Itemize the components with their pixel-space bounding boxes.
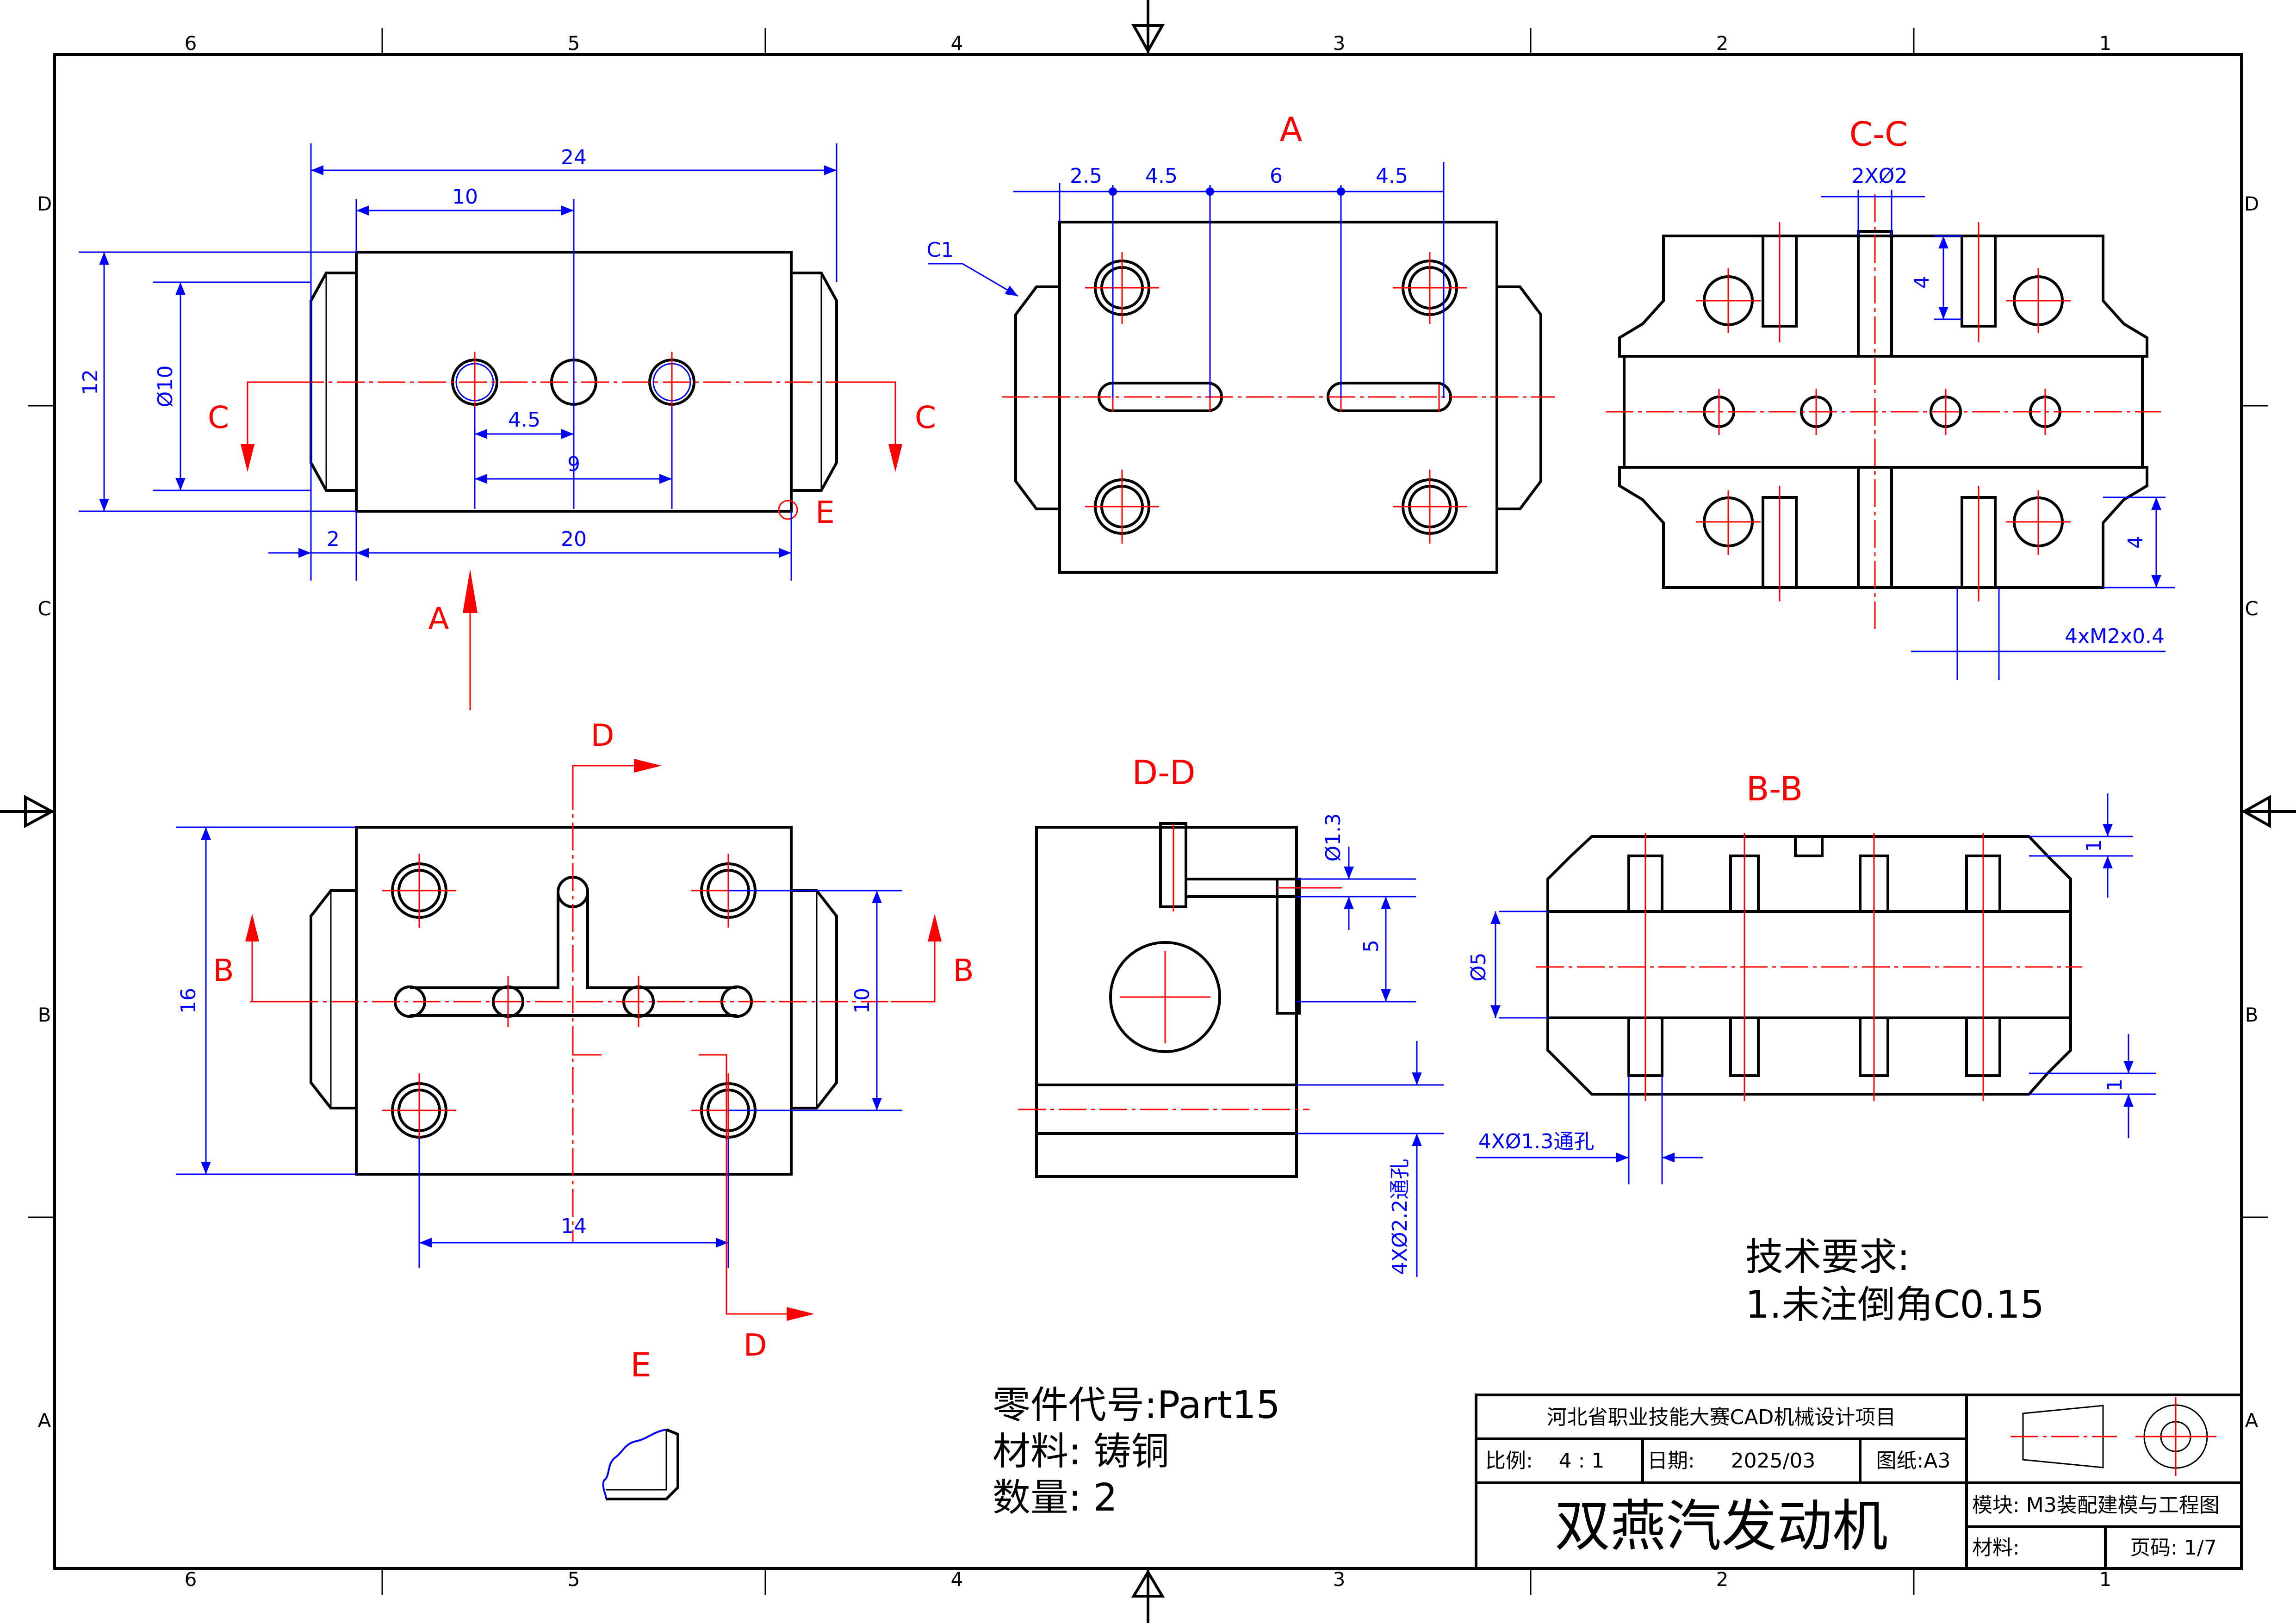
dim-bb-holes: 4XØ1.3通孔 xyxy=(1478,1130,1595,1153)
dim-a-2-5: 2.5 xyxy=(1070,164,1102,188)
front-view: 16 10 14 B B D D xyxy=(176,718,974,1363)
frame-row-d: D xyxy=(37,192,52,215)
frame-row-a: A xyxy=(38,1409,51,1432)
section-bb-title: B-B xyxy=(1746,769,1803,808)
section-cc-title: C-C xyxy=(1849,115,1908,154)
frame-row-b-right: B xyxy=(2245,1004,2259,1026)
scale-value: 4 : 1 xyxy=(1559,1449,1605,1473)
frame-row-c: C xyxy=(37,597,51,620)
section-c-right-label: C xyxy=(915,400,936,435)
dim-body-20: 20 xyxy=(561,527,587,551)
section-dd-title: D-D xyxy=(1132,753,1196,792)
section-d-top-label: D xyxy=(591,718,614,753)
view-a-title: A xyxy=(1279,110,1302,149)
top-view: 24 10 12 Ø10 4.5 9 2 20 C C E A xyxy=(79,143,936,710)
section-cc: C-C xyxy=(1606,115,2175,680)
section-d-bottom-label: D xyxy=(744,1327,767,1363)
dim-left-2: 2 xyxy=(327,527,340,551)
frame-col-1: 1 xyxy=(2099,32,2112,55)
dim-bb-top-1: 1 xyxy=(2082,839,2106,852)
frame-col-3-bottom: 3 xyxy=(1333,1568,1346,1591)
section-bb: B-B Ø5 1 1 xyxy=(1467,769,2156,1184)
dim-cc-thread: 4xM2x0.4 xyxy=(2065,625,2165,648)
dim-hole-9: 9 xyxy=(567,452,580,476)
notes: 技术要求: 1.未注倒角C0.15 零件代号:Part15 材料: 铸铜 数量:… xyxy=(993,1235,2044,1520)
dim-cc-depth-4-bottom: 4 xyxy=(2124,536,2147,549)
dim-a-4-5-right: 4.5 xyxy=(1376,164,1408,188)
date-label: 日期: xyxy=(1647,1449,1695,1473)
material-label: 材料: xyxy=(1972,1536,2020,1560)
drawing-title: 双燕汽发动机 xyxy=(1555,1494,1888,1559)
dim-cc-holes-2xd2: 2XØ2 xyxy=(1852,164,1908,188)
dim-chamfer-c1: C1 xyxy=(927,238,954,262)
frame-col-2: 2 xyxy=(1716,32,1729,55)
frame-row-c-right: C xyxy=(2245,597,2258,620)
frame-col-5: 5 xyxy=(568,32,580,55)
frame-row-a-right: A xyxy=(2245,1409,2259,1432)
frame-col-2-bottom: 2 xyxy=(1716,1568,1729,1591)
dim-to-center-10: 10 xyxy=(452,185,478,209)
dim-front-height-16: 16 xyxy=(177,988,200,1014)
section-dd: D-D Ø1.3 5 4XØ2.2通孔 xyxy=(1018,753,1444,1277)
detail-e-marker: E xyxy=(815,495,835,530)
dim-height-12: 12 xyxy=(79,369,102,395)
frame-col-5-bottom: 5 xyxy=(568,1568,580,1591)
dim-a-4-5-left: 4.5 xyxy=(1145,164,1178,188)
detail-e: E xyxy=(602,1345,679,1500)
dim-a-6: 6 xyxy=(1270,164,1283,188)
tech-requirement-item: 1.未注倒角C0.15 xyxy=(1745,1283,2044,1327)
quantity-note: 数量: 2 xyxy=(993,1476,1117,1520)
date-value: 2025/03 xyxy=(1731,1449,1816,1473)
page-number: 页码: 1/7 xyxy=(2130,1536,2217,1560)
part-code: 零件代号:Part15 xyxy=(993,1383,1280,1427)
project-name: 河北省职业技能大赛CAD机械设计项目 xyxy=(1547,1406,1896,1429)
section-b-right-label: B xyxy=(953,953,974,988)
title-block: 河北省职业技能大赛CAD机械设计项目 比例: 4 : 1 日期: 2025/03… xyxy=(1475,1394,2243,1570)
dim-dia-10: Ø10 xyxy=(154,365,177,408)
dim-overall-24: 24 xyxy=(561,146,587,169)
view-a: A 2.5 4.5 6 4.5 C1 xyxy=(927,110,1555,574)
section-b-left-label: B xyxy=(213,953,234,988)
frame-col-6: 6 xyxy=(185,32,197,55)
scale-label: 比例: xyxy=(1485,1449,1533,1473)
frame-col-1-bottom: 1 xyxy=(2099,1568,2112,1591)
dim-bb-dia-5: Ø5 xyxy=(1467,953,1490,982)
frame-col-4-bottom: 4 xyxy=(951,1568,963,1591)
frame-col-3: 3 xyxy=(1333,32,1346,55)
dim-dd-offset-5: 5 xyxy=(1359,940,1383,953)
frame-col-4: 4 xyxy=(951,32,963,55)
dim-front-spacing-14: 14 xyxy=(561,1214,587,1238)
frame-row-b: B xyxy=(38,1004,51,1026)
section-c-left-label: C xyxy=(208,400,229,435)
frame-row-d-right: D xyxy=(2244,192,2259,215)
detail-e-title: E xyxy=(630,1345,652,1384)
material-note: 材料: 铸铜 xyxy=(993,1430,1169,1474)
view-a-arrow-label: A xyxy=(428,601,449,637)
dim-hole-4-5: 4.5 xyxy=(508,408,540,432)
dim-bb-bottom-1: 1 xyxy=(2103,1078,2127,1091)
dim-dd-small-hole: Ø1.3 xyxy=(1322,813,1345,862)
module-name: 模块: M3装配建模与工程图 xyxy=(1972,1493,2220,1517)
dim-front-inner-10: 10 xyxy=(850,988,874,1014)
dim-cc-depth-4-top: 4 xyxy=(1910,276,1934,289)
paper-size: 图纸:A3 xyxy=(1876,1449,1951,1473)
frame-col-6-bottom: 6 xyxy=(185,1568,197,1591)
tech-requirements-title: 技术要求: xyxy=(1745,1235,1910,1279)
dim-dd-through: 4XØ2.2通孔 xyxy=(1388,1159,1412,1275)
